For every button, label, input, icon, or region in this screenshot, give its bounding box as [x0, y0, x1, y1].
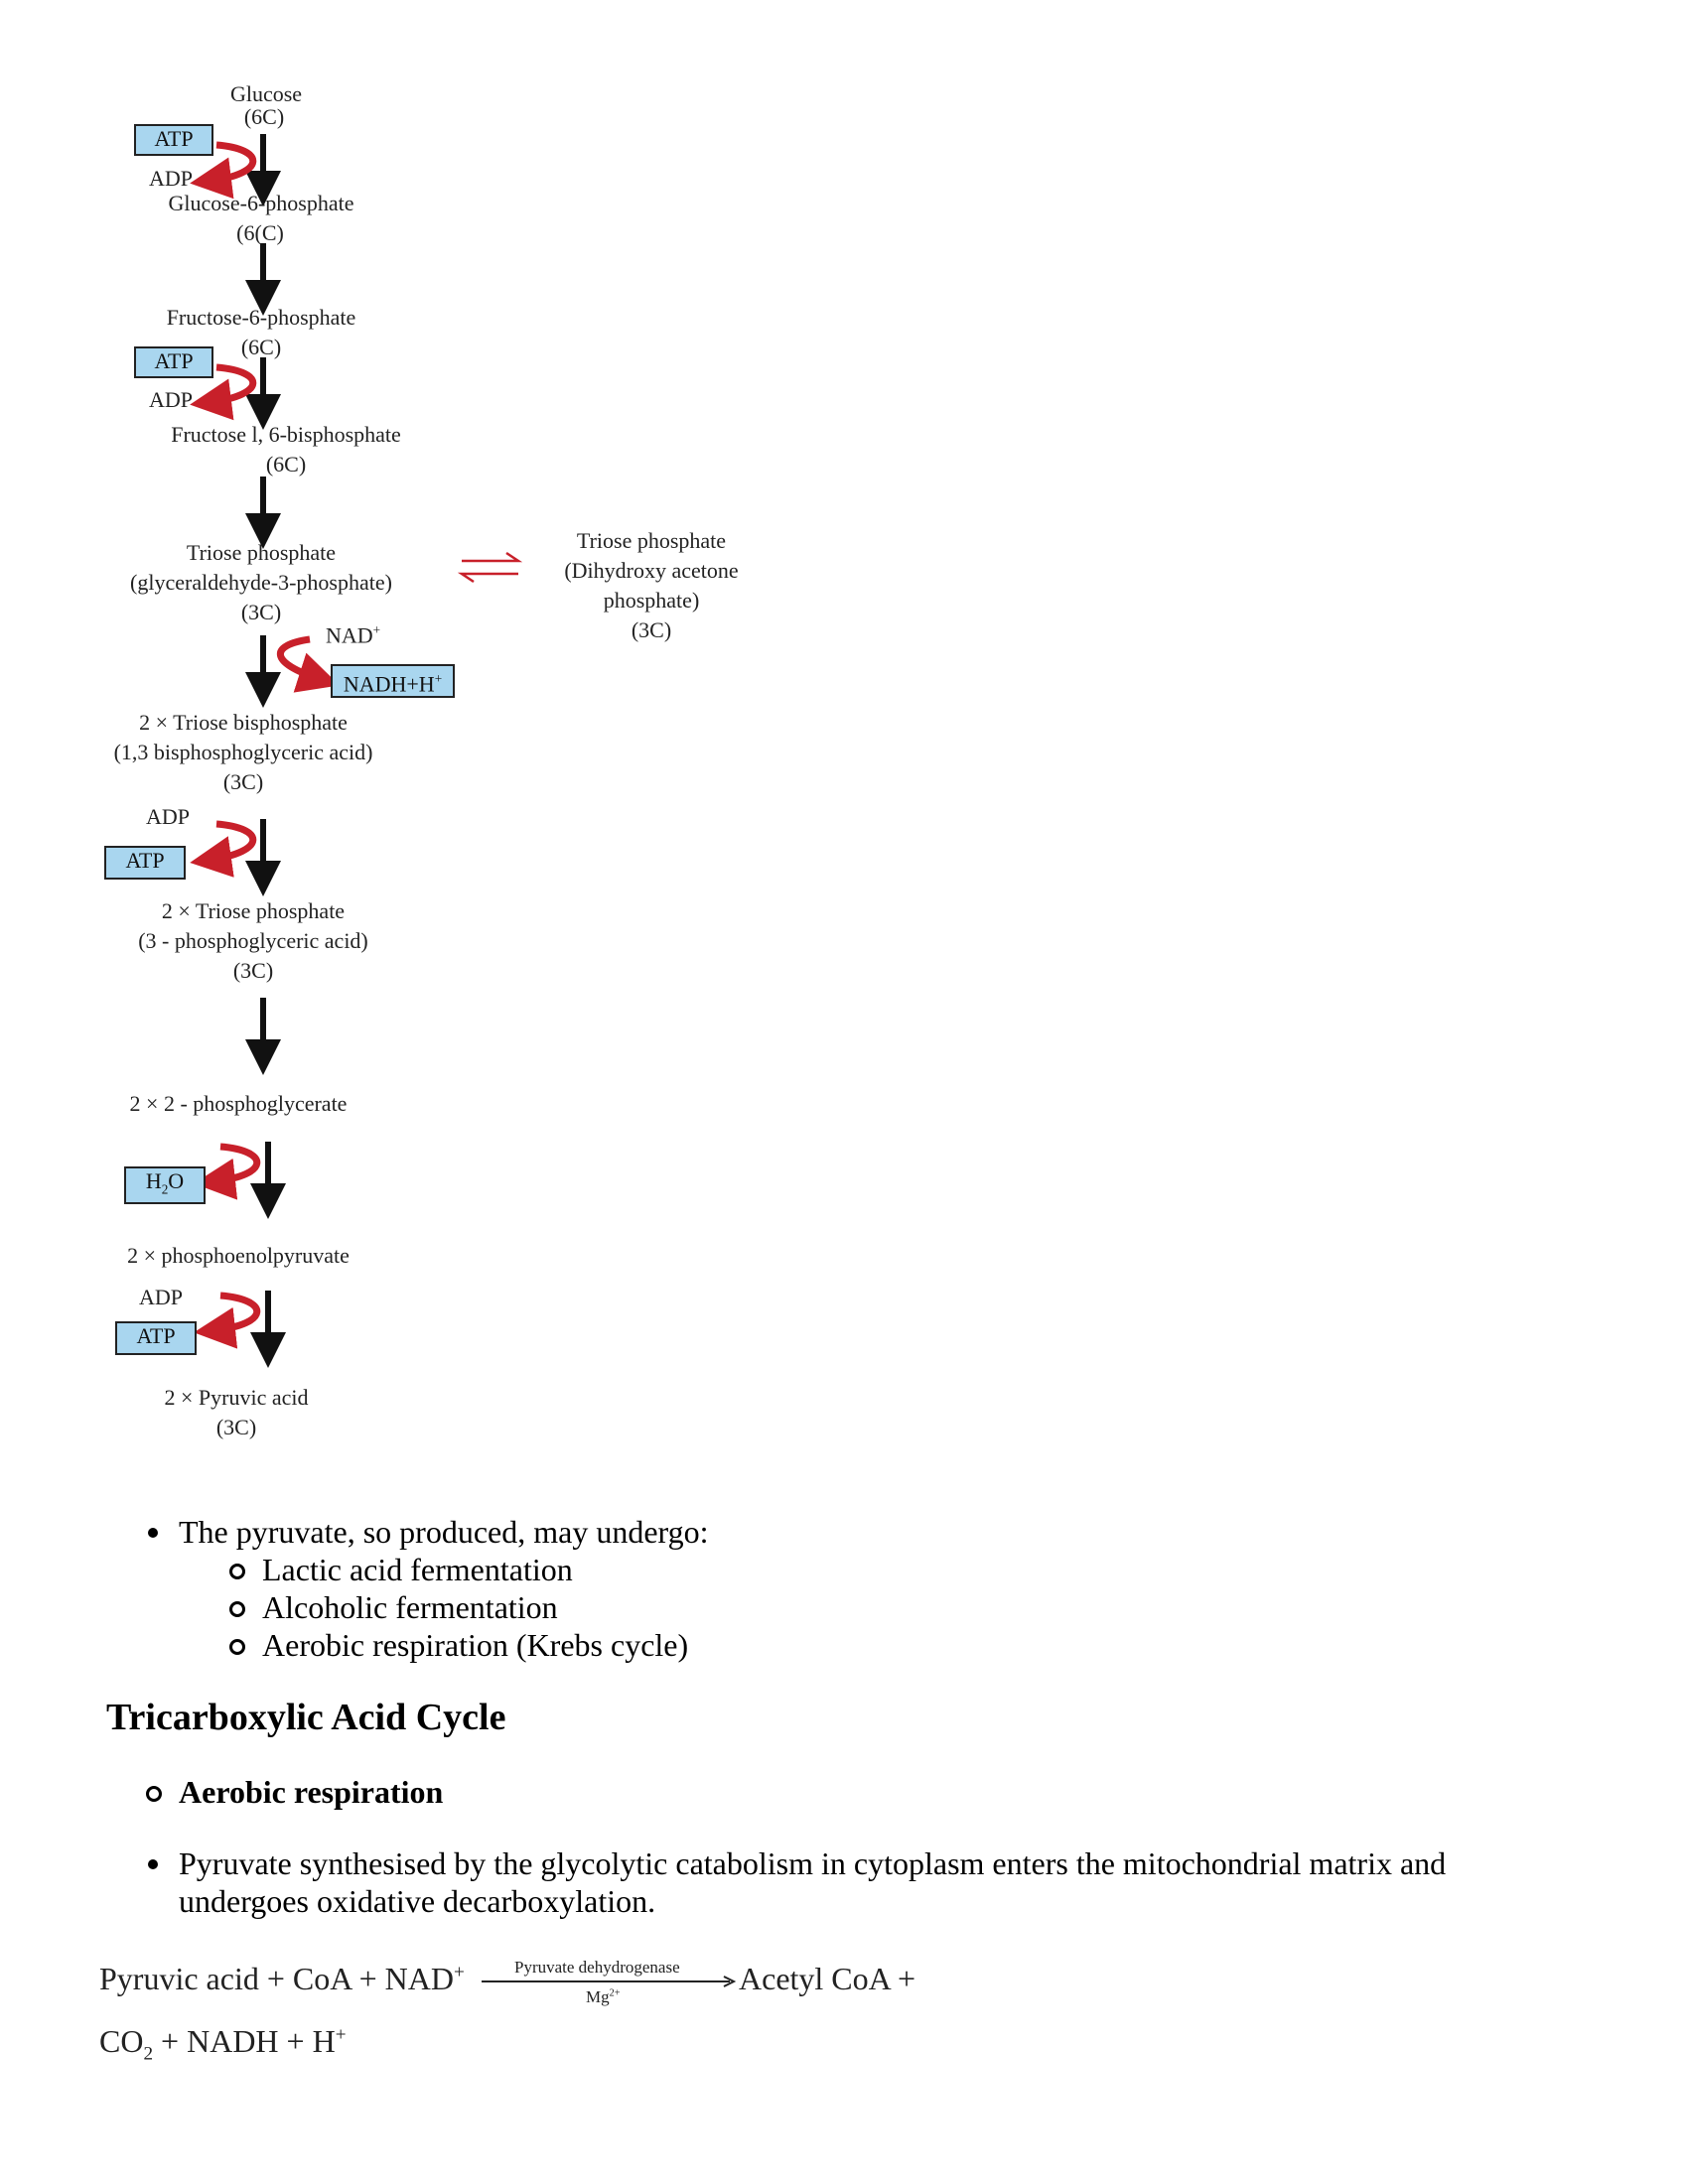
dhap-label-2: phosphate) [603, 588, 700, 613]
glycolysis-arrows [190, 134, 523, 1368]
curved-arrow-h2o [194, 1143, 261, 1200]
dhap-label-1: (Dihydroxy acetone [564, 558, 739, 583]
bullet-dot [148, 1859, 158, 1869]
curved-arrow-atp2 [190, 363, 257, 421]
f16bp-label: Fructose l, 6-bisphosphate [171, 422, 401, 447]
pyruvate-fate-sublist: Lactic acid fermentation Alcoholic ferme… [229, 1551, 688, 1664]
phosphoenolpyruvate-label: 2 × phosphoenolpyruvate [127, 1243, 350, 1268]
h2o-box: H2O [124, 1166, 206, 1204]
pyruvic-carbon: (3C) [215, 1415, 257, 1439]
adp-label-2: ADP [149, 387, 194, 412]
glucose-carbon: (6C) [243, 104, 285, 129]
g6p-carbon: (6(C) [236, 220, 284, 245]
curved-arrow-atp4 [194, 1292, 261, 1349]
tbp-carbon: (3C) [222, 769, 264, 794]
list-item: Alcoholic fermentation [229, 1588, 688, 1626]
nad-label: NAD+ [326, 622, 381, 648]
f6p-carbon: (6C) [240, 335, 282, 359]
list-item: Lactic acid fermentation [229, 1551, 688, 1588]
glucose-label: Glucose [229, 81, 303, 106]
pyruvate-fate-list: The pyruvate, so produced, may undergo: [148, 1513, 708, 1551]
atp-box-1: ATP [134, 124, 213, 156]
list-item: Aerobic respiration (Krebs cycle) [229, 1626, 688, 1664]
equilibrium-arrow-right [462, 551, 523, 563]
equation-line2: CO2 + NADH + H+ [99, 2023, 347, 2065]
f16bp-carbon: (6C) [265, 452, 307, 477]
dhap-title: Triose phosphate [576, 528, 727, 553]
phosphoglyceric-label: (3 - phosphoglyceric acid) [138, 928, 368, 953]
bullet-ring [229, 1639, 245, 1655]
pyruvate-paragraph-list: Pyruvate synthesised by the glycolytic c… [148, 1844, 1446, 1920]
list-item: Aerobic respiration [146, 1773, 443, 1811]
pyruvic-acid-label: 2 × Pyruvic acid [164, 1385, 309, 1410]
bullet-ring [229, 1601, 245, 1617]
curved-arrow-atp3 [190, 820, 257, 878]
triose-phosphate-2-label: 2 × Triose phosphate [161, 898, 346, 923]
atp-box-3: ATP [104, 846, 186, 880]
adp-label-1: ADP [149, 166, 194, 191]
triose-bisphosphate-label: 2 × Triose bisphosphate [139, 710, 348, 735]
equation-lhs: Pyruvic acid + CoA + NAD+ [99, 1961, 465, 1996]
list-item: The pyruvate, so produced, may undergo: [148, 1513, 708, 1551]
equation-cofactor: Mg2+ [586, 1987, 621, 2006]
bullet-ring [146, 1786, 162, 1802]
curved-arrow-atp1 [190, 141, 257, 200]
curved-arrow-nad [276, 635, 340, 693]
bisphosphoglyceric-label: (1,3 bisphosphoglyceric acid) [113, 740, 373, 764]
triose-phosphate-label: Triose phosphate [186, 540, 337, 565]
atp-box-4: ATP [115, 1321, 197, 1355]
triose-carbon: (3C) [240, 600, 282, 624]
equilibrium-arrow-left [457, 572, 518, 584]
nadh-box: NADH+H+ [331, 664, 455, 698]
equation-reaction-arrow [482, 1976, 737, 1987]
equation-rhs: Acetyl CoA + [739, 1961, 916, 1996]
dhap-carbon: (3C) [631, 617, 672, 642]
equation-enzyme: Pyruvate dehydrogenase [514, 1958, 680, 1977]
adp-label-3: ADP [146, 804, 191, 829]
f6p-label: Fructose-6-phosphate [166, 305, 356, 330]
phosphoglycerate-label: 2 × 2 - phosphoglycerate [129, 1091, 348, 1116]
aerobic-list: Aerobic respiration [146, 1773, 443, 1811]
adp-label-4: ADP [139, 1285, 184, 1309]
bullet-ring [229, 1564, 245, 1579]
glyceraldehyde-label: (glyceraldehyde-3-phosphate) [130, 570, 392, 595]
tp2-carbon: (3C) [232, 958, 274, 983]
section-heading: Tricarboxylic Acid Cycle [106, 1697, 506, 1738]
list-item: Pyruvate synthesised by the glycolytic c… [148, 1844, 1446, 1920]
bullet-dot [148, 1528, 158, 1538]
atp-box-2: ATP [134, 346, 213, 378]
g6p-label: Glucose-6-phosphate [168, 191, 354, 215]
